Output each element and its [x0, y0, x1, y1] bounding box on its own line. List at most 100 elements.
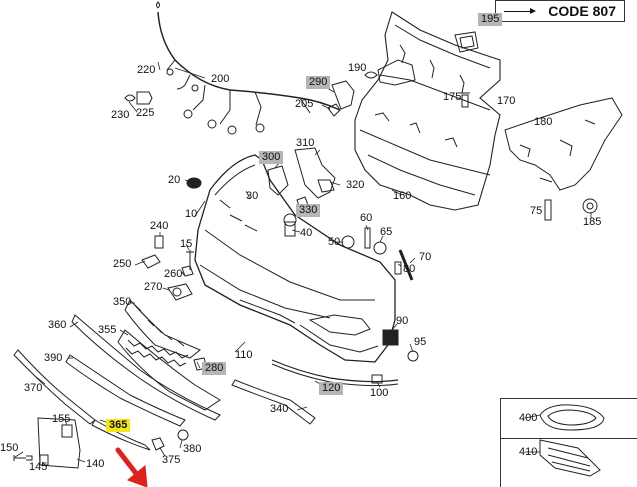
part-label-205: 205 — [295, 98, 314, 110]
nut-145 — [39, 454, 49, 466]
part-label-370: 370 — [24, 382, 43, 394]
emblem-20 — [186, 177, 202, 189]
part-label-310: 310 — [296, 137, 315, 149]
bumper-cover-10 — [194, 154, 396, 363]
part-label-110: 110 — [235, 349, 253, 361]
sensor-270 — [167, 283, 193, 301]
spoiler-390 — [65, 354, 186, 427]
part-label-90: 90 — [396, 315, 409, 327]
bracket-290 — [331, 80, 355, 110]
nut-95 — [407, 350, 419, 362]
part-label-75: 75 — [530, 205, 543, 217]
pointer-arrow — [115, 447, 148, 487]
part-320 — [317, 179, 335, 193]
grommet-65 — [373, 241, 387, 255]
part-label-120: 120 — [319, 382, 344, 395]
lip-370 — [13, 349, 96, 425]
part-label-150: 150 — [0, 442, 19, 454]
part-label-60: 60 — [360, 212, 373, 224]
part-label-290: 290 — [306, 76, 331, 89]
bracket-195 — [454, 31, 479, 53]
part-label-330: 330 — [296, 204, 321, 217]
part-label-80: 80 — [403, 263, 416, 275]
part-label-70: 70 — [419, 251, 432, 263]
arrow-right-icon — [504, 8, 536, 14]
part-250 — [141, 254, 161, 269]
part-label-160: 160 — [393, 190, 412, 202]
inset-frame — [500, 398, 637, 487]
part-label-190: 190 — [348, 62, 367, 74]
bracket-190 — [364, 59, 416, 86]
screw-150 — [13, 455, 33, 461]
trim-360 — [71, 314, 221, 421]
screw-175 — [460, 92, 470, 108]
code-807-box: CODE 807 — [495, 0, 625, 22]
part-label-260: 260 — [164, 268, 183, 280]
strip-70 — [398, 249, 414, 281]
clip-100 — [371, 374, 383, 384]
part-label-300: 300 — [259, 151, 284, 164]
part-label-400: 400 — [519, 412, 538, 424]
inset-divider — [500, 438, 637, 439]
part-label-20: 20 — [168, 174, 181, 186]
nut-50 — [341, 235, 355, 249]
part-label-280: 280 — [202, 362, 227, 375]
part-label-40: 40 — [300, 227, 313, 239]
grille-insert-410 — [539, 439, 601, 477]
bracket-300 — [267, 165, 289, 196]
part-label-30: 30 — [246, 190, 259, 202]
part-label-170: 170 — [497, 95, 516, 107]
part-90 — [382, 329, 399, 346]
part-label-360: 360 — [48, 319, 67, 331]
clip-60 — [364, 227, 371, 249]
part-label-320: 320 — [346, 179, 365, 191]
part-260 — [181, 265, 194, 277]
part-label-270: 270 — [144, 281, 163, 293]
clip-155 — [61, 424, 73, 438]
part-label-340: 340 — [270, 403, 289, 415]
moulding-340 — [231, 379, 316, 425]
part-label-230: 230 — [111, 109, 130, 121]
part-label-95: 95 — [414, 336, 427, 348]
strip-120 — [271, 359, 399, 383]
part-label-355: 355 — [98, 324, 117, 336]
trim-ring-400 — [539, 404, 605, 431]
screw-40 — [284, 221, 296, 237]
wiring-harness-200 — [156, 1, 341, 135]
part-label-365: 365 — [106, 419, 131, 432]
sensor-230 — [124, 94, 136, 102]
part-label-390: 390 — [44, 352, 63, 364]
grille-355 — [117, 329, 221, 411]
part-label-140: 140 — [86, 458, 105, 470]
part-label-100: 100 — [370, 387, 389, 399]
code-label: CODE 807 — [548, 3, 616, 19]
clip-375 — [151, 437, 165, 451]
side-bracket-180 — [504, 97, 623, 191]
part-label-380: 380 — [183, 443, 202, 455]
part-label-200: 200 — [211, 73, 230, 85]
part-240 — [154, 235, 164, 249]
part-label-155: 155 — [52, 413, 71, 425]
part-label-180: 180 — [534, 116, 553, 128]
part-label-10: 10 — [185, 208, 198, 220]
grommet-380 — [177, 429, 189, 441]
leader-lines — [14, 61, 592, 466]
part-label-250: 250 — [113, 258, 132, 270]
part-label-65: 65 — [380, 226, 393, 238]
part-label-175: 175 — [443, 91, 462, 103]
screw-80 — [394, 261, 402, 275]
part-label-240: 240 — [150, 220, 169, 232]
part-label-410: 410 — [519, 446, 538, 458]
bumper-carrier-160 — [354, 11, 501, 211]
part-label-15: 15 — [180, 238, 193, 250]
clip-75 — [544, 199, 552, 221]
part-label-220: 220 — [137, 64, 156, 76]
nut-185 — [582, 198, 598, 214]
part-label-225: 225 — [136, 107, 155, 119]
part-label-50: 50 — [328, 236, 341, 248]
part-label-145: 145 — [29, 461, 48, 473]
sensor-225 — [136, 91, 153, 105]
part-label-185: 185 — [583, 216, 602, 228]
